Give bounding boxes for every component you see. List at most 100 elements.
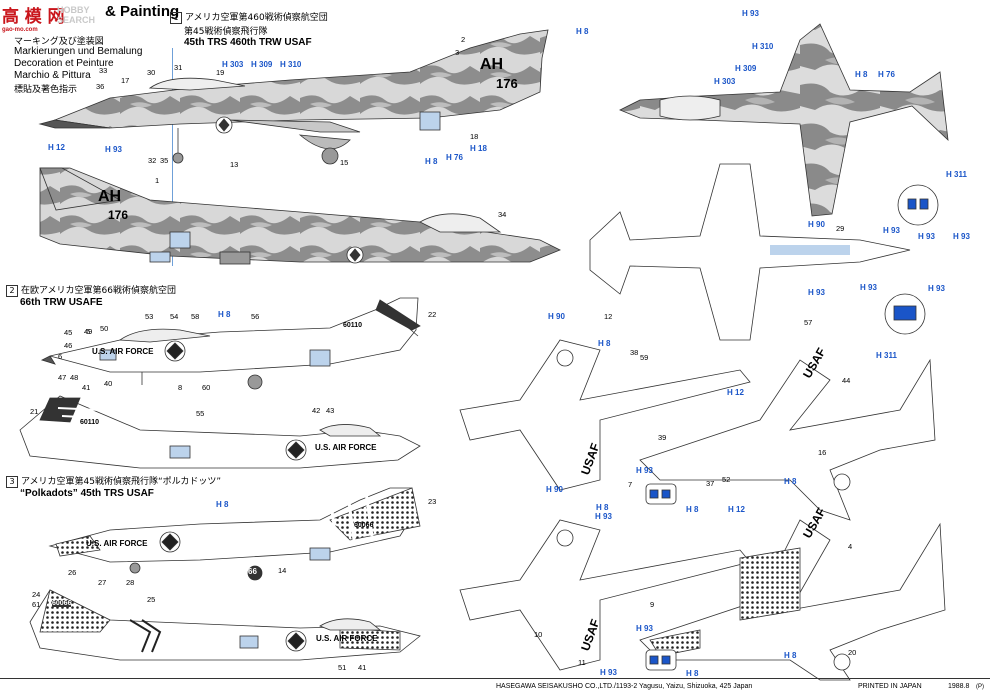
aircraft-1-left-side	[38, 29, 549, 165]
callout-h93-top: H 93	[742, 9, 759, 18]
callout-h310-a: H 310	[280, 60, 302, 69]
marking-60110-2: 60110	[80, 419, 100, 426]
part-callout: 51	[338, 663, 347, 672]
part-callout: 24	[32, 590, 41, 599]
part-callout: 33	[99, 66, 108, 75]
part-callout: 21	[30, 407, 39, 416]
callout-h93-d: H 93	[953, 232, 970, 241]
part-callout: 57	[804, 318, 813, 327]
marking-176-1: 176	[496, 76, 518, 91]
callout-h8-a: H 8	[576, 27, 589, 36]
marking-ah-2: AH	[98, 188, 122, 205]
part-callout: 6	[58, 352, 63, 361]
marking-usaf-4: U.S. AIR FORCE	[316, 634, 378, 643]
part-callout: 34	[498, 210, 507, 219]
callout-h8-b: H 8	[425, 157, 438, 166]
section-2-number: 2	[6, 285, 18, 297]
marking-60066-1: 60066	[354, 522, 374, 529]
part-callout: 31	[174, 63, 183, 72]
callout-h303-a: H 303	[222, 60, 244, 69]
part-callout: 52	[722, 475, 731, 484]
part-callout: 13	[230, 160, 239, 169]
section-3-number: 3	[6, 476, 18, 488]
part-callout: 18	[470, 132, 479, 141]
footer-mark: (P)	[976, 684, 984, 690]
callout-h12-b: H 12	[727, 388, 744, 397]
part-callout: 7	[628, 480, 633, 489]
callout-h309-a: H 309	[251, 60, 273, 69]
part-callout: 46	[64, 341, 73, 350]
callout-h93-k: H 93	[600, 668, 617, 677]
aircraft-1-right-side	[39, 167, 561, 265]
callout-h311-a: H 311	[946, 170, 967, 179]
part-callout: 15	[340, 158, 349, 167]
section-3-title-jp-1: アメリカ空軍第45戦術偵察飛行隊“ポルカドッツ”	[21, 477, 222, 487]
part-callout: 30	[147, 68, 156, 77]
lang-de: Markierungen und Bemalung	[14, 46, 143, 57]
part-callout: 5	[86, 327, 91, 336]
part-callout: 35	[160, 156, 169, 165]
watermark-sub: gao-mo.com	[2, 27, 38, 33]
callout-h93-j: H 93	[636, 624, 653, 633]
footer-maker: HASEGAWA SEISAKUSHO CO.,LTD./1193-2 Yagu…	[496, 683, 753, 690]
watermark-main: 高 模 网	[2, 7, 65, 26]
callout-h90-c: H 90	[546, 485, 563, 494]
section-2-title-jp-1: 在欧アメリカ空軍第66戦術偵察航空団	[21, 286, 177, 296]
part-callout: 49	[84, 327, 93, 336]
part-callout: 36	[96, 82, 105, 91]
part-callout: 43	[326, 406, 335, 415]
watermark: 高 模 网 HOBBY SEARCH gao-mo.com	[2, 2, 95, 33]
marking-60110-1: 60110	[343, 322, 363, 329]
callout-h309-top: H 309	[735, 64, 757, 73]
part-callout: 8	[178, 383, 183, 392]
callout-h93-c: H 93	[918, 232, 935, 241]
section-1-title-en: 45th TRS 460th TRW USAF	[184, 37, 312, 48]
watermark-latin: HOBBY SEARCH	[57, 5, 96, 25]
callout-h8-top: H 8	[855, 70, 868, 79]
marking-60066-2: 60066	[52, 600, 72, 607]
part-callout: 59	[640, 353, 649, 362]
part-callout: 27	[98, 578, 107, 587]
part-callout: 60	[202, 383, 211, 392]
callout-h303-top: H 303	[714, 77, 736, 86]
callout-h8-e: H 8	[784, 477, 797, 486]
callout-h12-c: H 12	[728, 505, 745, 514]
part-callout: 14	[278, 566, 287, 575]
part-callout: 38	[630, 348, 639, 357]
callout-h8-c: H 8	[218, 310, 231, 319]
part-callout: 42	[312, 406, 321, 415]
callout-h12-a: H 12	[48, 143, 65, 152]
lang-fr: Decoration et Peinture	[14, 58, 114, 69]
lang-it: Marchio & Pittura	[14, 70, 91, 81]
callout-h8-i: H 8	[686, 669, 699, 678]
aircraft-bottom-view	[589, 163, 939, 341]
callout-h8-d: H 8	[598, 339, 611, 348]
aircraft-2-right-side	[19, 395, 421, 469]
part-callout: 37	[706, 479, 715, 488]
callout-h76-a: H 76	[446, 153, 463, 162]
callout-h93-f: H 93	[860, 283, 877, 292]
part-callout: 23	[428, 497, 437, 506]
footer: HASEGAWA SEISAKUSHO CO.,LTD./1193-2 Yagu…	[0, 678, 990, 693]
callout-h8-j: H 8	[784, 651, 797, 660]
part-callout: 58	[191, 312, 200, 321]
callout-h93-h: H 93	[636, 466, 653, 475]
callout-h311-b: H 311	[876, 351, 897, 360]
callout-h90-b: H 90	[548, 312, 565, 321]
part-callout: 41	[82, 383, 91, 392]
part-callout: 61	[32, 600, 41, 609]
part-callout: 32	[148, 156, 157, 165]
part-callout: 1	[155, 176, 160, 185]
callout-h18-a: H 18	[470, 144, 487, 153]
callout-h76-top: H 76	[878, 70, 895, 79]
part-callout: 25	[147, 595, 156, 604]
callout-h93-b: H 93	[883, 226, 900, 235]
part-callout: 56	[251, 312, 260, 321]
callout-h90-a: H 90	[808, 220, 825, 229]
part-callout: 54	[170, 312, 179, 321]
callout-h8-f: H 8	[216, 500, 229, 509]
aircraft-3-right-side	[29, 589, 421, 661]
